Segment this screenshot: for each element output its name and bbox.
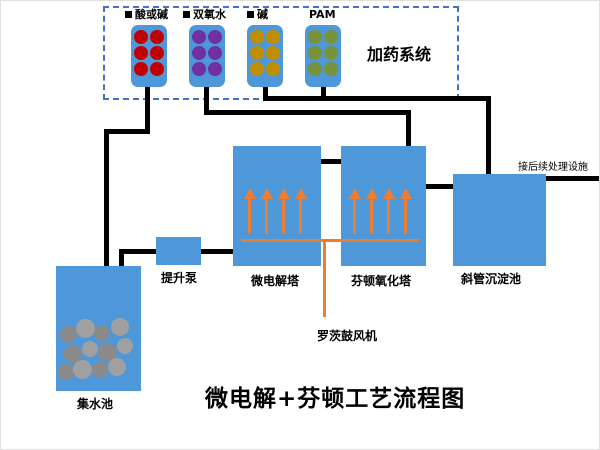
bullet-icon: [183, 11, 190, 18]
airflow-arrow-icon: [399, 188, 412, 234]
blower-air-line: [323, 239, 326, 317]
pipe-acid-down: [145, 87, 150, 133]
lift-pump: [156, 237, 201, 265]
airflow-arrow-icon: [243, 188, 256, 234]
pipe-acid-to-collection-tank: [104, 129, 109, 291]
pipe-h2o2-right: [204, 110, 411, 115]
roots-blower-label: 罗茨鼓风机: [317, 329, 378, 343]
micro-electrolysis-tower-label: 微电解塔: [251, 274, 300, 288]
h2o2-tank: [189, 25, 225, 87]
airflow-arrow-icon: [294, 188, 307, 234]
pipe-fenton-to-sedimentation: [424, 184, 455, 189]
airflow-arrow-icon: [382, 188, 395, 234]
fenton-oxidation-tower-label: 芬顿氧化塔: [351, 274, 412, 288]
collection-tank: [56, 266, 141, 391]
pipe-pam-down: [321, 87, 326, 101]
airflow-arrow-icon: [348, 188, 361, 234]
acid-alkali-label: 酸或碱: [125, 9, 168, 21]
pam-label: PAM: [309, 8, 336, 21]
pipe-h2o2-down: [204, 87, 209, 115]
pipe-acid-left: [104, 129, 150, 134]
outlet-note-label: 接后续处理设施: [518, 162, 588, 173]
micro-electrolysis-tower: [233, 146, 321, 266]
dosing-system-label: 加药系统: [367, 45, 432, 64]
collection-tank-label: 集水池: [77, 397, 114, 411]
h2o2-label: 双氧水: [183, 9, 226, 21]
pam-tank: [305, 25, 341, 87]
pipe-to-sedimentation-tank: [486, 96, 491, 178]
pipe-h2o2-to-fenton-tower: [406, 110, 411, 154]
pipe-dosing-right: [263, 96, 491, 101]
aeration-header-line: [241, 239, 419, 242]
bullet-icon: [125, 11, 132, 18]
airflow-arrow-icon: [260, 188, 273, 234]
alkali-label: 碱: [247, 9, 268, 21]
acid-alkali-tank: [131, 25, 167, 87]
sedimentation-tank: [453, 174, 546, 266]
lift-pump-label: 提升泵: [161, 271, 198, 285]
pipe-alkali-down: [263, 87, 268, 101]
pipe-outlet: [541, 176, 599, 181]
alkali-tank: [247, 25, 283, 87]
diagram-title: 微电解+芬顿工艺流程图: [205, 386, 466, 412]
airflow-arrow-icon: [277, 188, 290, 234]
sedimentation-tank-label: 斜管沉淀池: [461, 272, 522, 286]
pipe-micro-to-fenton: [319, 159, 343, 164]
bullet-icon: [247, 11, 254, 18]
airflow-arrow-icon: [365, 188, 378, 234]
